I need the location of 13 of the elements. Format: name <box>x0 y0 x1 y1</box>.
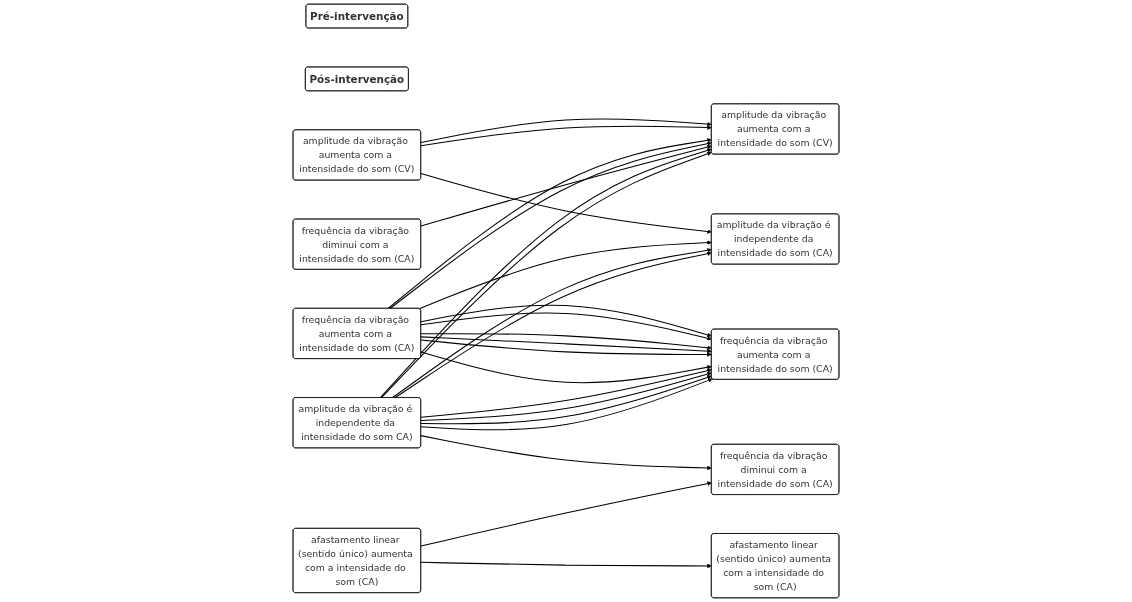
arrow <box>420 561 712 569</box>
arrow <box>420 351 712 384</box>
arrow <box>420 481 712 547</box>
arrow <box>420 312 712 341</box>
arrow <box>420 118 712 143</box>
arrow <box>420 304 712 338</box>
arrow <box>420 333 712 350</box>
arrow <box>420 144 712 227</box>
arrow <box>418 240 712 310</box>
arrow <box>420 435 712 471</box>
arrow <box>420 173 712 234</box>
arrow <box>420 125 712 147</box>
arrow <box>420 378 713 431</box>
